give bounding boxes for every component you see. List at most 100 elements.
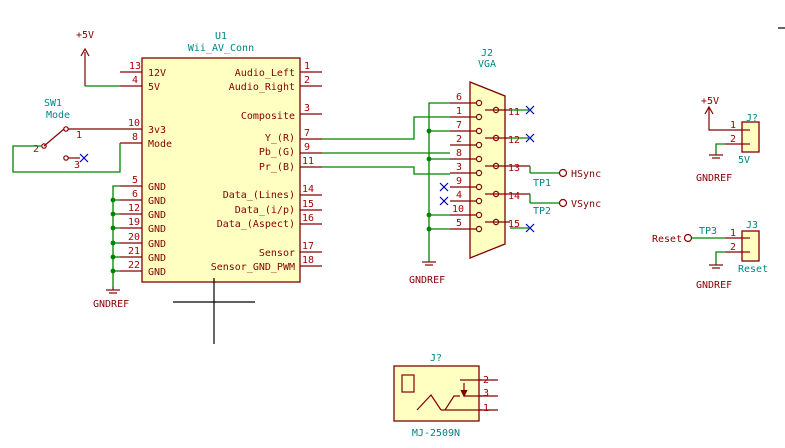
- u1-pin-name: Y_(R): [265, 133, 295, 144]
- u1-pin-name: 12V: [148, 68, 166, 79]
- u1-pin-num: 4: [132, 75, 138, 86]
- u1-pin-num: 10: [128, 118, 140, 129]
- power-plus5v-label: +5V: [701, 96, 719, 107]
- tp1-testpoint[interactable]: HSync TP1: [530, 168, 601, 189]
- tp3-net: Reset: [652, 234, 682, 245]
- j-jack-value: MJ-2509N: [412, 428, 460, 439]
- u1-pin-num: 18: [302, 255, 314, 266]
- j2-pin-num: 6: [456, 92, 462, 103]
- u1-pin-num: 8: [132, 132, 138, 143]
- u1-component[interactable]: U1 Wii_AV_Conn 13 4 10 8 5 6 12 19 20 21…: [120, 31, 322, 283]
- j2-pin-num: 13: [508, 163, 520, 174]
- j3-header[interactable]: J3 1 2 Reset: [725, 220, 768, 275]
- u1-pin-num: 22: [128, 260, 140, 271]
- u1-pin-name: Data_(Lines): [223, 190, 295, 201]
- u1-pin-name: Sensor: [259, 248, 295, 259]
- j2-gnd-bus: [426, 102, 450, 262]
- u1-pin-num: 14: [302, 184, 314, 195]
- u1-pin-num: 11: [302, 156, 314, 167]
- gndref-symbol: GNDREF: [409, 261, 445, 286]
- u1-pin-name: GND: [148, 196, 166, 207]
- u1-pin-name: Data_(i/p): [235, 205, 295, 216]
- u1-pin-num: 17: [302, 241, 314, 252]
- u1-pin-num: 16: [302, 213, 314, 224]
- u1-pin-name: Audio_Left: [235, 68, 295, 79]
- j-5v-value: 5V: [738, 155, 750, 166]
- j2-ref: J2: [481, 48, 493, 59]
- j-jack-ref: J?: [430, 353, 442, 364]
- u1-gnd-bus: [110, 185, 120, 287]
- u1-pin-num: 13: [129, 61, 141, 72]
- no-connect-marker: [79, 153, 89, 163]
- u1-pin-name: GND: [148, 182, 166, 193]
- j2-value: VGA: [478, 59, 496, 70]
- j-5v-pin-num: 2: [730, 134, 736, 145]
- gndref-label: GNDREF: [409, 275, 445, 286]
- gndref-symbol: GNDREF: [696, 154, 732, 184]
- j2-pin-num: 11: [508, 107, 520, 118]
- j2-pin-num: 1: [456, 106, 462, 117]
- u1-pin-num: 15: [302, 199, 314, 210]
- u1-pin-num: 19: [128, 217, 140, 228]
- j2-pin-num: 4: [456, 190, 462, 201]
- power-plus5v-symbol: +5V: [76, 30, 94, 86]
- j2-pin-num: 12: [508, 135, 520, 146]
- j2-pin-num: 10: [452, 204, 464, 215]
- u1-pin-name: Mode: [148, 139, 172, 150]
- j2-component[interactable]: J2 VGA: [450, 48, 530, 259]
- sw1-pin-num: 1: [76, 130, 82, 141]
- u1-body: [141, 57, 301, 283]
- u1-pin-name: GND: [148, 224, 166, 235]
- j3-value: Reset: [738, 264, 768, 275]
- sw1-component[interactable]: SW1 Mode 1 2 3: [33, 98, 120, 171]
- u1-pin-num: 2: [304, 75, 310, 86]
- j2-pin-num: 3: [456, 162, 462, 173]
- tp2-ref: TP2: [533, 206, 551, 217]
- u1-pin-num: 1: [304, 61, 310, 72]
- j-jack-pin-num: 3: [483, 388, 489, 399]
- u1-pin-name: 5V: [148, 82, 160, 93]
- wire-gnd: [715, 251, 725, 265]
- j2-pin-num: 15: [508, 219, 520, 230]
- u1-pin-num: 5: [132, 175, 138, 186]
- j3-pin-num: 2: [730, 242, 736, 253]
- j2-pin-num: 7: [456, 120, 462, 131]
- j3-ref: J3: [746, 220, 758, 231]
- u1-pin-name: GND: [148, 253, 166, 264]
- u1-pin-name: Pr_(B): [259, 162, 295, 173]
- u1-pin-name: Data_(Aspect): [217, 219, 295, 230]
- u1-pin-name: Composite: [241, 111, 295, 122]
- u1-pin-num: 7: [304, 128, 310, 139]
- sw1-value: Mode: [46, 110, 70, 121]
- gndref-label: GNDREF: [696, 280, 732, 291]
- j2-pin-num: 9: [456, 176, 462, 187]
- j-5v-ref: J?: [746, 113, 758, 124]
- wire-mode: [12, 143, 121, 173]
- j-jack-pin-num: 2: [483, 375, 489, 386]
- u1-pin-name: Pb_(G): [259, 147, 295, 158]
- gndref-symbol: GNDREF: [696, 264, 732, 291]
- gndref-label: GNDREF: [696, 173, 732, 184]
- u1-pin-num: 12: [128, 203, 140, 214]
- tp3-testpoint[interactable]: Reset TP3: [652, 226, 725, 245]
- tp2-testpoint[interactable]: VSync TP2: [530, 198, 601, 217]
- u1-pin-num: 20: [128, 232, 140, 243]
- u1-ref: U1: [215, 31, 227, 42]
- j2-pin-num: 2: [456, 134, 462, 145]
- sw1-pin-num: 2: [33, 144, 39, 155]
- j2-body: [469, 81, 506, 259]
- u1-pin-name: GND: [148, 239, 166, 250]
- wire-pr-b: [322, 166, 450, 175]
- u1-right-pin-lines: [300, 71, 322, 267]
- j-jack-component[interactable]: J? 2 3 1 MJ-2509N: [393, 353, 498, 439]
- u1-pin-name: 3v3: [148, 125, 166, 136]
- j2-pin-num: 8: [456, 148, 462, 159]
- gndref-label: GNDREF: [93, 299, 129, 310]
- u1-pin-name: GND: [148, 210, 166, 221]
- j-5v-header[interactable]: J? 1 2 5V: [725, 113, 760, 166]
- u1-pin-name: Sensor_GND_PWM: [211, 262, 295, 273]
- u1-left-pin-lines: [120, 71, 142, 272]
- sw1-ref: SW1: [44, 98, 62, 109]
- tp3-ref: TP3: [699, 226, 717, 237]
